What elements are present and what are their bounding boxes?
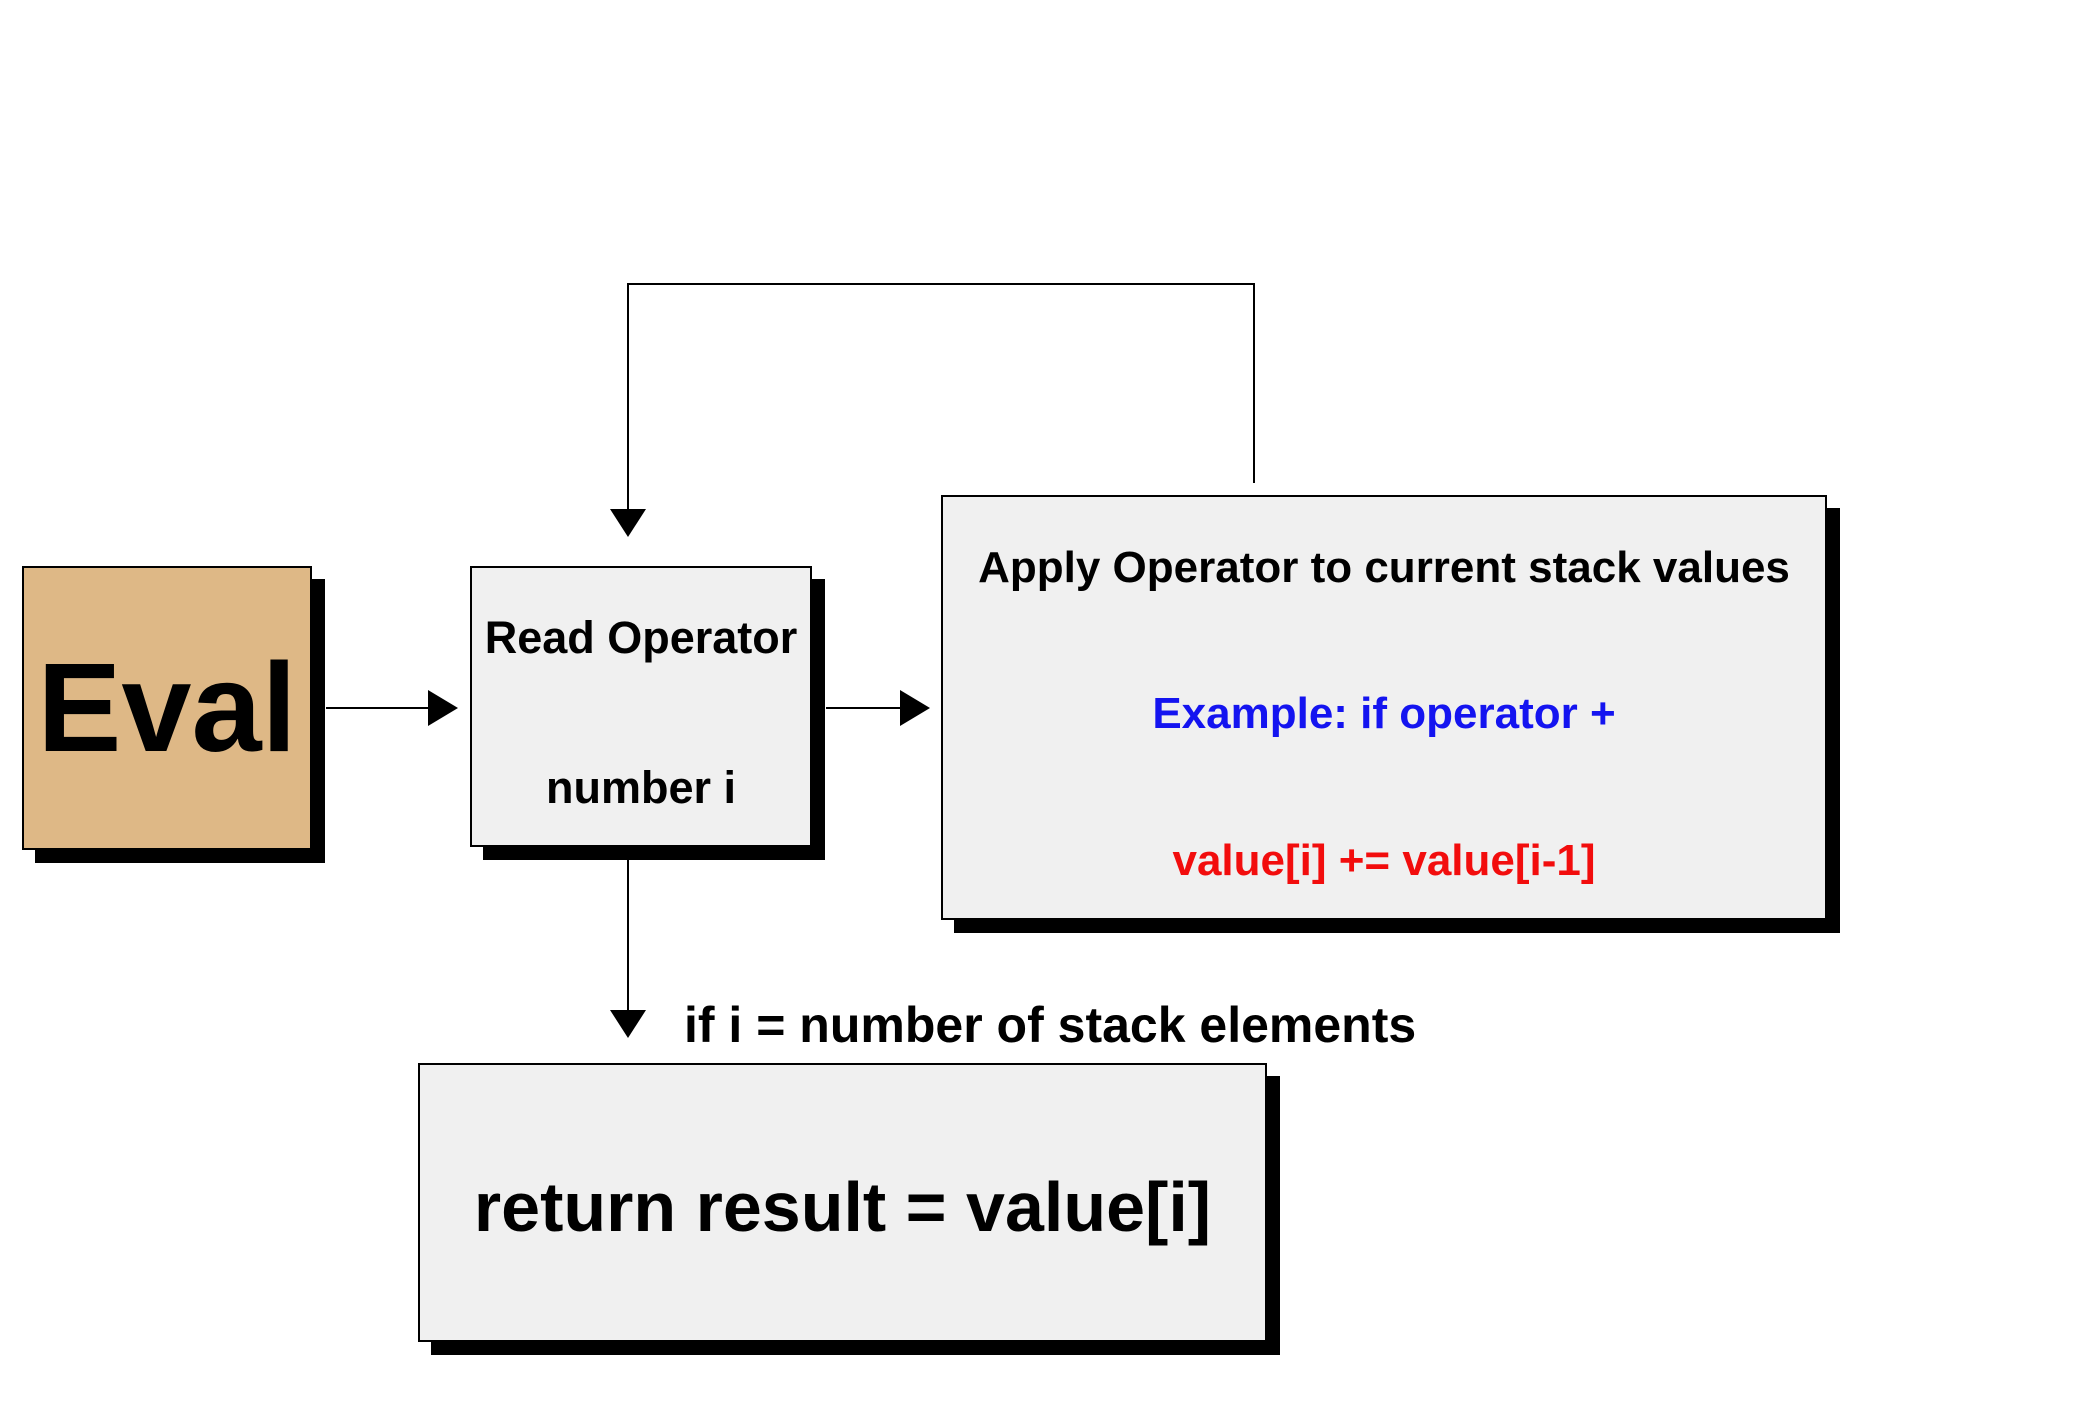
eval-label: Eval — [37, 637, 297, 778]
read-to-return-arrowhead — [610, 1010, 646, 1038]
apply-operator-box: Apply Operator to current stack values E… — [941, 495, 1827, 920]
apply-operator-code: value[i] += value[i-1] — [1172, 836, 1596, 885]
apply-operator-example: Example: if operator + — [1152, 689, 1616, 738]
condition-label: if i = number of stack elements — [684, 997, 1417, 1053]
loop-arrow-top-segment — [627, 283, 1255, 285]
eval-to-read-arrow-line — [326, 707, 430, 709]
read-operator-line2: number i — [545, 762, 737, 813]
read-to-return-arrow-line — [627, 860, 629, 1012]
return-box: return result = value[i] — [418, 1063, 1267, 1342]
eval-to-read-arrowhead — [428, 690, 458, 726]
apply-operator-title: Apply Operator to current stack values — [978, 543, 1790, 592]
read-operator-box: Read Operator number i — [470, 566, 812, 847]
return-label: return result = value[i] — [473, 1167, 1212, 1246]
loop-arrow-right-segment — [1253, 283, 1255, 483]
eval-box: Eval — [22, 566, 312, 850]
read-to-apply-arrowhead — [900, 690, 930, 726]
read-operator-line1: Read Operator — [484, 612, 798, 663]
read-to-apply-arrow-line — [826, 707, 902, 709]
loop-arrowhead — [610, 509, 646, 537]
loop-arrow-left-segment — [627, 283, 629, 510]
